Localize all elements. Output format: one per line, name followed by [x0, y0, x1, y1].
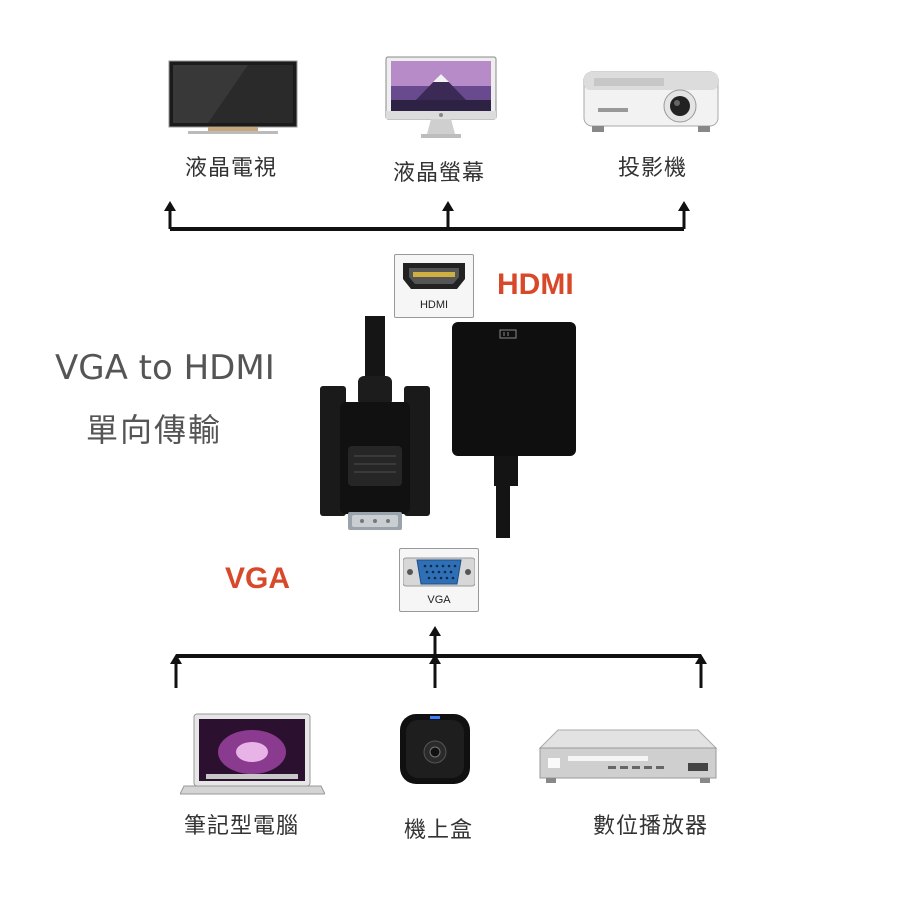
- input-bracket: [170, 626, 707, 688]
- adapter-illustration: [320, 316, 576, 538]
- monitor-device: [385, 56, 497, 140]
- set-top-box-icon: [400, 714, 470, 784]
- hdmi-port-icon: [403, 263, 465, 289]
- laptop-device: [179, 712, 326, 798]
- diagram-title: VGA to HDMI: [55, 348, 275, 388]
- device-label-laptop: 筆記型電腦: [184, 814, 300, 839]
- player-device: [538, 728, 718, 788]
- monitor-icon: [385, 56, 497, 138]
- device-label-settop: 機上盒: [404, 818, 474, 843]
- device-label-projector: 投影機: [618, 156, 688, 181]
- vga-heading: VGA: [225, 562, 291, 595]
- vga-plug: [320, 386, 430, 530]
- device-label-tv: 液晶電視: [185, 156, 278, 181]
- tv-icon: [168, 60, 298, 134]
- hdmi-adapter-box: [452, 322, 576, 538]
- hdmi-port-badge: HDMI: [394, 254, 474, 318]
- vga-port-icon: [403, 557, 475, 587]
- media-player-icon: [538, 729, 718, 783]
- device-label-monitor: 液晶螢幕: [393, 161, 486, 186]
- projector-icon: [583, 71, 719, 132]
- laptop-icon: [179, 713, 326, 795]
- tv-device: [168, 60, 298, 135]
- settop-device: [398, 712, 474, 788]
- device-label-player: 數位播放器: [593, 814, 709, 839]
- projector-device: [582, 68, 722, 134]
- vga-port-badge: VGA: [399, 548, 479, 612]
- diagram-subtitle: 單向傳輸: [86, 411, 223, 449]
- output-bracket: [164, 201, 690, 231]
- hdmi-port-label: HDMI: [419, 299, 449, 311]
- hdmi-heading: HDMI: [497, 268, 574, 301]
- vga-port-label: VGA: [427, 594, 451, 606]
